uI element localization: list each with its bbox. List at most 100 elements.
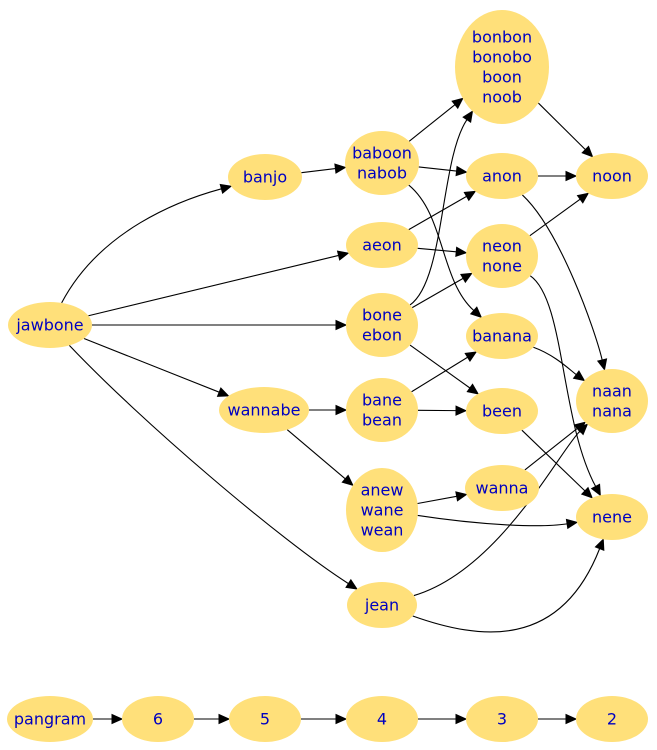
- edge-anew-to-nene: [417, 514, 579, 530]
- node-label: jawbone: [15, 316, 83, 335]
- node-ellipse: [346, 696, 418, 742]
- edge-bane-to-been: [417, 405, 468, 416]
- node-label: nabob: [357, 164, 407, 183]
- arrowhead-icon: [216, 387, 230, 397]
- node-l4: 4: [346, 696, 418, 742]
- edge-jawbone-to-jean: [68, 345, 358, 590]
- node-label: boon: [482, 68, 522, 87]
- node-label: bonbon: [472, 28, 532, 47]
- node-ellipse: [466, 224, 538, 288]
- node-anon: anon: [466, 153, 538, 199]
- node-label: neon: [482, 237, 522, 256]
- node-label: wannabe: [228, 401, 301, 420]
- node-ellipse: [228, 154, 302, 200]
- edge-bane-to-banana: [411, 351, 478, 393]
- arrowhead-icon: [335, 319, 348, 331]
- node-label: been: [482, 402, 522, 421]
- node-ellipse: [576, 494, 648, 540]
- edge-line: [411, 277, 464, 309]
- edge-jawbone-to-wannabe: [83, 337, 230, 397]
- arrowhead-icon: [565, 170, 578, 182]
- edge-line: [417, 247, 457, 253]
- edge-l3-to-l2: [538, 713, 578, 725]
- node-aeon: aeon: [346, 222, 418, 268]
- arrowhead-icon: [341, 474, 354, 487]
- arrowhead-icon: [451, 97, 464, 110]
- edge-line: [83, 337, 220, 393]
- node-label: noon: [592, 167, 632, 186]
- edge-bone-to-been: [409, 344, 480, 395]
- node-label: wanna: [476, 479, 529, 498]
- node-label: bone: [362, 306, 402, 325]
- node-ellipse: [345, 131, 419, 195]
- edge-pangram-to-l6: [93, 713, 124, 725]
- arrowhead-icon: [565, 713, 578, 725]
- edge-line: [409, 344, 471, 389]
- edge-l4-to-l3: [418, 713, 468, 725]
- node-ellipse: [346, 378, 418, 442]
- node-banana: banana: [466, 313, 538, 359]
- arrowhead-icon: [466, 383, 480, 395]
- node-ellipse: [8, 302, 92, 348]
- edge-line: [286, 429, 346, 480]
- edge-aeon-to-neon: [417, 246, 468, 258]
- arrowhead-icon: [455, 246, 468, 258]
- node-label: banana: [472, 327, 532, 346]
- edge-line: [61, 188, 222, 304]
- node-ellipse: [219, 387, 309, 433]
- node-jean: jean: [347, 582, 417, 628]
- node-banjo: banjo: [228, 154, 302, 200]
- edge-line: [417, 514, 568, 527]
- edge-wanna-to-naan: [524, 421, 587, 471]
- node-label: 6: [153, 710, 163, 729]
- node-ellipse: [229, 696, 301, 742]
- node-ellipse: [455, 10, 549, 124]
- arrowhead-icon: [336, 250, 350, 261]
- node-ellipse: [346, 222, 418, 268]
- arrowhead-icon: [455, 491, 468, 502]
- arrowhead-icon: [580, 486, 593, 499]
- node-ellipse: [122, 696, 194, 742]
- edge-line: [533, 346, 577, 376]
- edge-banjo-to-baboon: [301, 163, 347, 174]
- arrowhead-icon: [581, 145, 594, 158]
- edge-line: [538, 102, 586, 151]
- node-label: ebon: [362, 326, 402, 345]
- edge-line: [88, 254, 339, 317]
- arrowhead-icon: [455, 713, 468, 725]
- arrowhead-icon: [462, 110, 474, 123]
- edge-line: [301, 168, 336, 174]
- edge-bone-to-bonbon: [409, 110, 474, 306]
- node-jawbone: jawbone: [8, 302, 92, 348]
- arrowhead-icon: [572, 370, 586, 382]
- node-ellipse: [576, 696, 648, 742]
- arrowhead-icon: [335, 404, 348, 416]
- edge-line: [521, 429, 586, 492]
- edge-jawbone-to-aeon: [88, 250, 350, 317]
- node-label: wane: [361, 501, 404, 520]
- node-ellipse: [346, 468, 418, 552]
- node-label: wean: [361, 521, 404, 540]
- edge-line: [409, 119, 468, 306]
- edge-neon-to-nene: [529, 275, 601, 497]
- node-label: anon: [482, 167, 522, 186]
- node-label: noob: [482, 88, 522, 107]
- arrowhead-icon: [594, 538, 605, 552]
- edge-baboon-to-bonbon: [408, 97, 464, 142]
- edge-baboon-to-banana: [408, 184, 483, 319]
- arrowhead-icon: [334, 163, 347, 174]
- arrowhead-icon: [464, 351, 478, 362]
- node-label: bane: [362, 391, 402, 410]
- node-ellipse: [347, 582, 417, 628]
- edge-anew-to-wanna: [417, 491, 468, 505]
- edge-line: [411, 356, 468, 393]
- node-ellipse: [7, 696, 93, 742]
- node-ellipse: [576, 153, 648, 199]
